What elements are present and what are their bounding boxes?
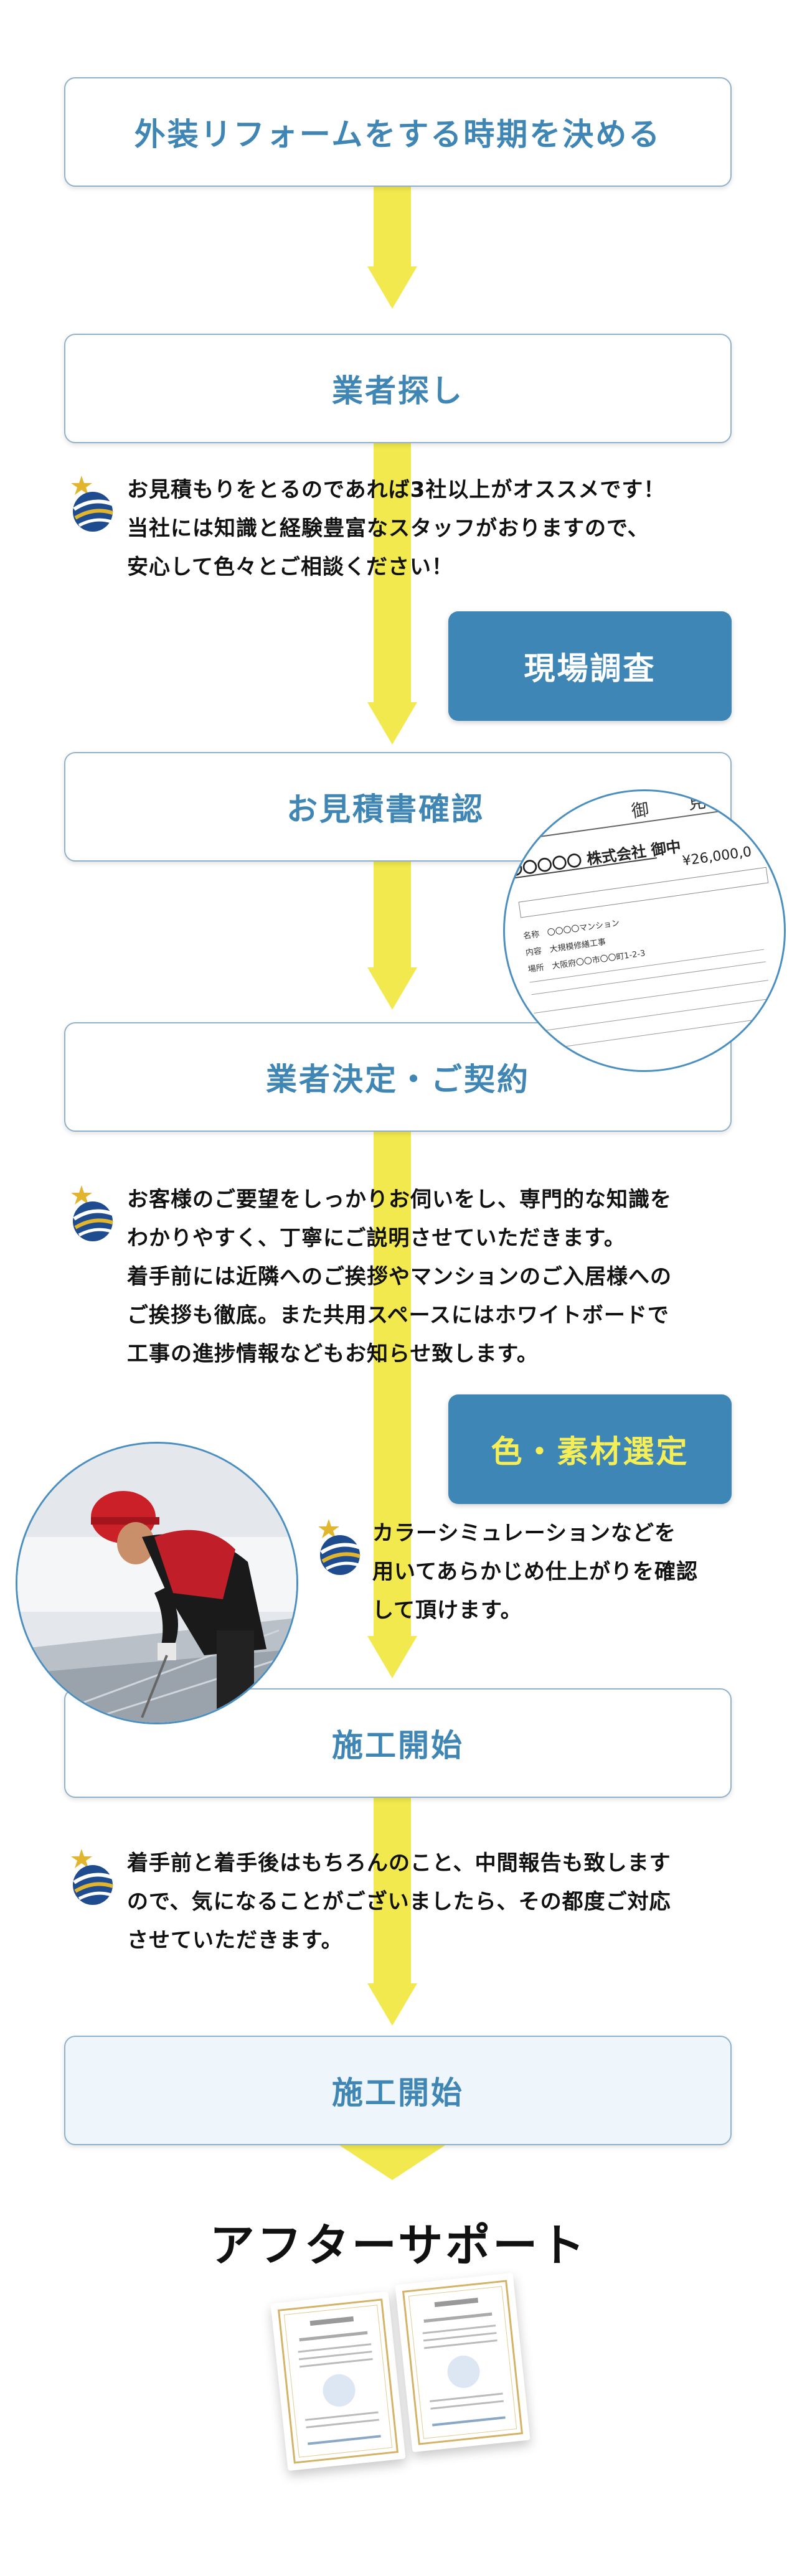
flow-line-1 — [374, 187, 411, 268]
description-line: ご挨拶も徹底。また共用スペースにはホワイトボードで — [127, 1303, 669, 1328]
description-line: 当社には知識と経験豊富なスタッフがおりますので、 — [127, 516, 649, 541]
estimate-amount: ¥26,000,0 — [681, 844, 753, 870]
company-logo-icon — [64, 1846, 118, 1906]
step-title: 施工開始 — [332, 1728, 464, 1764]
flow-arrow-3 — [367, 967, 417, 1010]
badge-label: 現場調査 — [524, 651, 656, 687]
flow-line-3 — [374, 857, 411, 969]
flow-arrow-4 — [367, 1636, 417, 1678]
flow-line-5 — [374, 1798, 411, 1985]
step-card-contract: 業者決定・ご契約 — [64, 1022, 732, 1132]
worker-photo — [16, 1442, 298, 1724]
badge-site-survey: 現場調査 — [448, 611, 732, 721]
description-line: お見積もりをとるのであれば3社以上がオススメです！ — [127, 477, 666, 502]
step-card-start-construction-2: 施工開始 — [64, 2036, 732, 2145]
description-line: 用いてあらかじめ仕上がりを確認 — [372, 1559, 698, 1584]
description-color-selection: カラーシミュレーションなどを 用いてあらかじめ仕上がりを確認 して頂けます。 — [372, 1514, 698, 1630]
after-support-title: アフターサポート — [209, 2219, 588, 2272]
badge-label: 色・素材選定 — [491, 1434, 689, 1470]
flow-arrow-5 — [367, 1983, 417, 2026]
flow-arrow-1 — [367, 266, 417, 309]
description-line: 安心して色々とご相談ください！ — [127, 555, 453, 580]
flow-line-2 — [374, 436, 411, 703]
company-logo-icon — [64, 1183, 118, 1243]
description-line: 着手前には近隣へのご挨拶やマンションのご入居様への — [127, 1264, 672, 1289]
description-line: わかりやすく、丁寧にご説明させていただきます。 — [127, 1226, 626, 1251]
flow-line-4 — [374, 1128, 411, 1637]
step-card-find-contractor: 業者探し — [64, 334, 732, 443]
estimate-row: 名称 〇〇〇〇マンション — [522, 918, 620, 942]
description-find-contractor: お見積もりをとるのであれば3社以上がオススメです！ 当社には知識と経験豊富なスタ… — [127, 471, 665, 586]
description-construction: 着手前と着手後はもちろんのこと、中間報告も致します ので、気になることがございま… — [127, 1844, 671, 1960]
step-title: 施工開始 — [332, 2075, 464, 2111]
step-title: 外装リフォームをする時期を決める — [134, 116, 662, 153]
flow-arrow-2 — [367, 702, 417, 745]
step-title: お見積書確認 — [286, 791, 484, 827]
description-line: お客様のご要望をしっかりお伺いをし、専門的な知識を — [127, 1187, 672, 1212]
description-line: 工事の進捗情報などもお知らせ致します。 — [127, 1342, 539, 1366]
step-title: 業者探し — [332, 373, 464, 409]
certificate-image — [270, 2291, 406, 2471]
description-line: ので、気になることがございましたら、その都度ご対応 — [127, 1889, 671, 1914]
step-card-decide-timing: 外装リフォームをする時期を決める — [64, 77, 732, 187]
step-title: 業者決定・ご契約 — [266, 1061, 530, 1098]
description-line: 着手前と着手後はもちろんのこと、中間報告も致します — [127, 1851, 671, 1876]
certificate-image — [395, 2272, 531, 2453]
estimate-document-image: 御 見 〇〇〇〇〇 株式会社 御中 ¥26,000,0 名称 〇〇〇〇マンション… — [503, 789, 786, 1072]
company-logo-icon — [64, 473, 118, 533]
company-logo-icon — [311, 1516, 365, 1576]
description-line: させていただきます。 — [127, 1928, 343, 1953]
flow-arrow-6 — [339, 2145, 445, 2180]
description-contract: お客様のご要望をしっかりお伺いをし、専門的な知識を わかりやすく、丁寧にご説明さ… — [127, 1180, 672, 1373]
badge-color-material-selection: 色・素材選定 — [448, 1394, 732, 1504]
description-line: カラーシミュレーションなどを — [372, 1521, 676, 1546]
description-line: して頂けます。 — [372, 1598, 522, 1623]
